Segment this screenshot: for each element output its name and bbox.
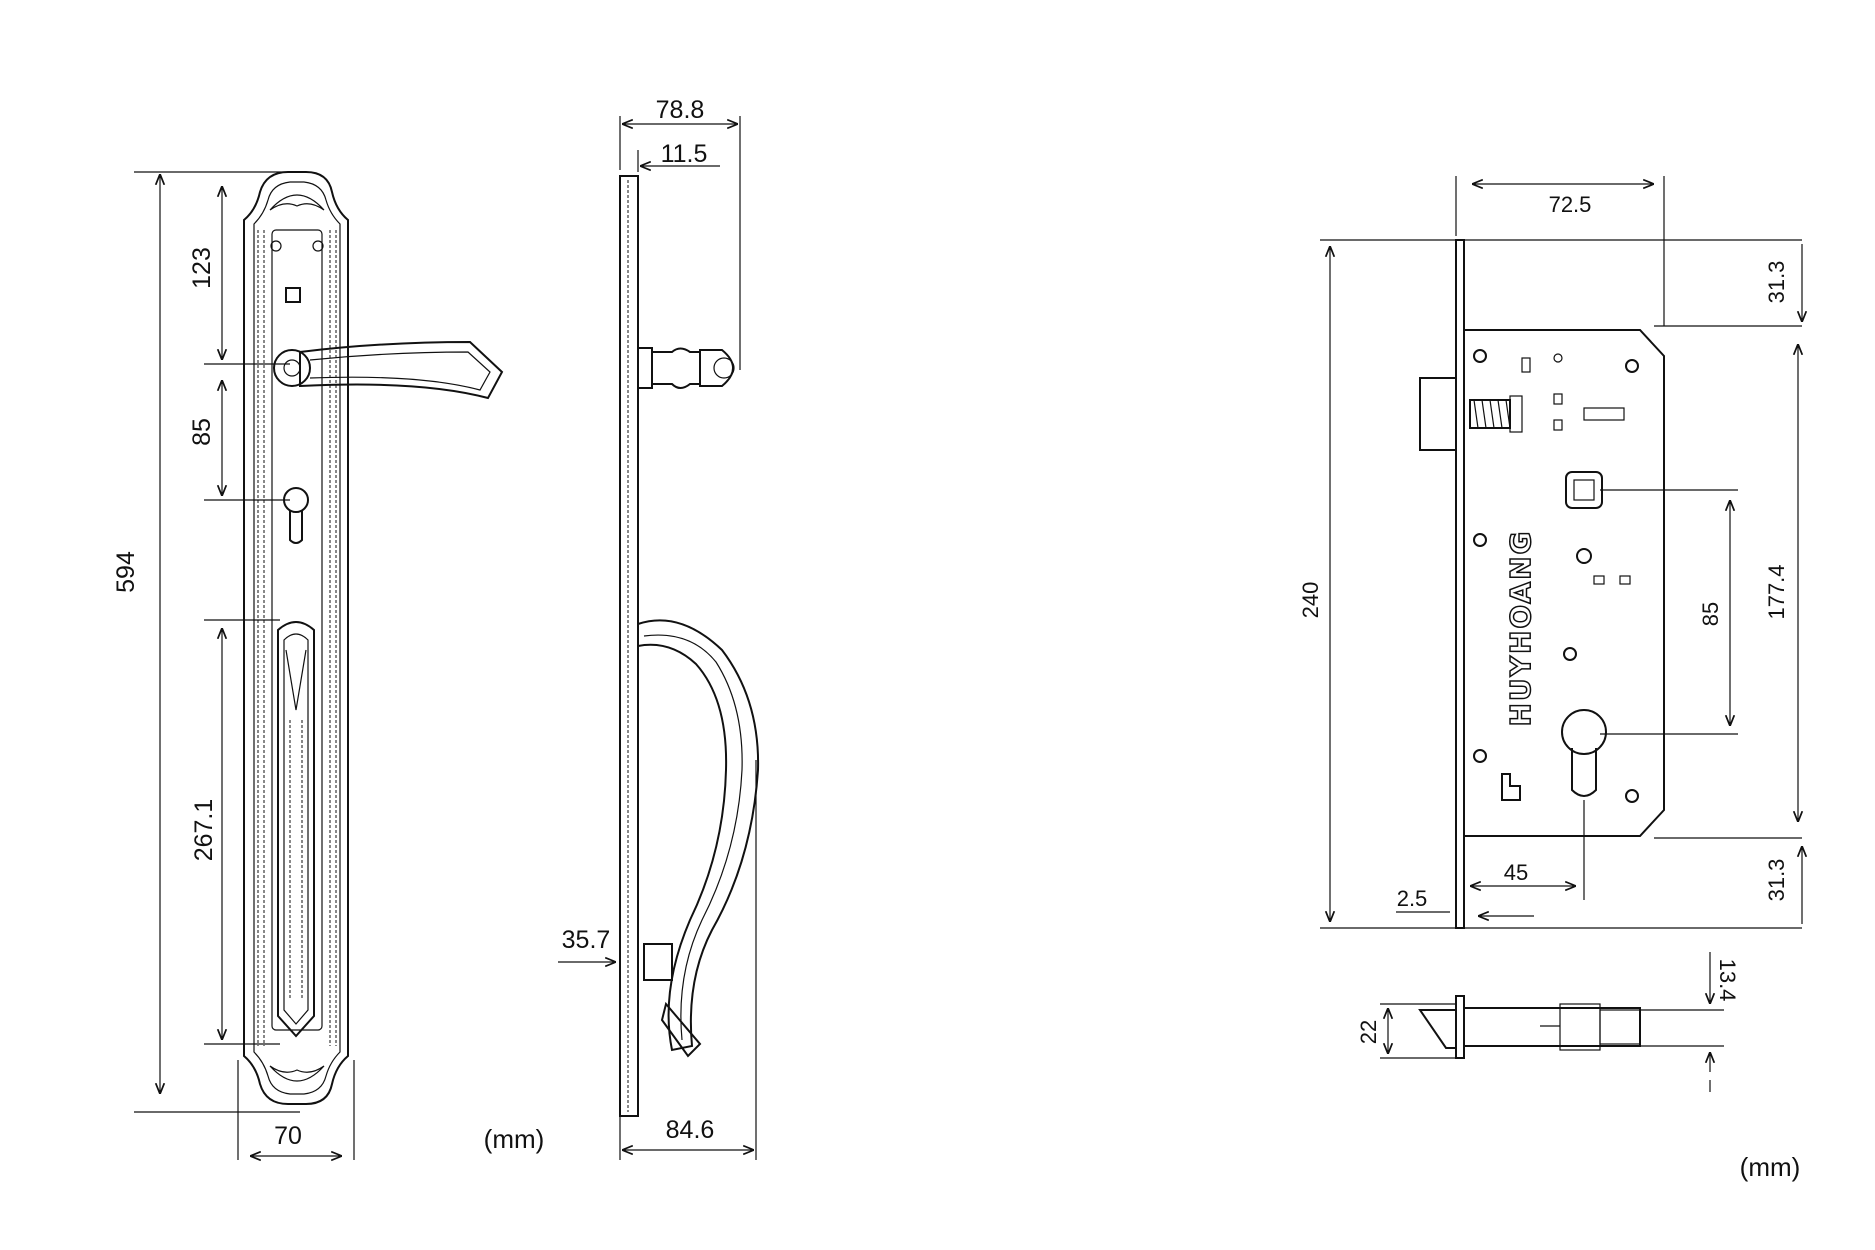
thumb-turn-square	[285, 287, 301, 303]
handle-side-view: 78.8 11.5 35.7 84.6	[558, 96, 760, 1160]
escutcheon-plate	[243, 171, 349, 1105]
lock-case	[1463, 329, 1665, 837]
handle-front-view: 594 123 85 267.1 70 (mm)	[112, 171, 545, 1160]
dim-top-margin: 31.3	[1764, 261, 1789, 304]
lever-handle	[273, 340, 504, 400]
lock-body-view: HUYHOANG 72.5 240 31.3 177.4 85 31.3 45 …	[1298, 176, 1802, 1182]
follower-hub	[1565, 471, 1603, 509]
brand-logo-text: HUYHOANG	[1504, 529, 1537, 726]
dim-side-depth-top: 78.8	[656, 96, 705, 124]
lever-side	[637, 347, 734, 389]
dim-latch-height: 22	[1356, 1020, 1381, 1044]
unit-label-left: (mm)	[484, 1124, 545, 1154]
dim-faceplate-height: 240	[1298, 582, 1323, 619]
dim-total-height: 594	[112, 551, 140, 593]
pull-handle	[277, 621, 315, 1038]
dim-top-to-lever: 123	[188, 247, 216, 289]
dim-faceplate-thickness: 2.5	[1397, 886, 1428, 911]
keyhole	[283, 487, 309, 544]
dim-case-height: 177.4	[1764, 564, 1789, 619]
dim-side-depth-bottom: 84.6	[666, 1116, 715, 1144]
dim-lever-to-keyhole: 85	[188, 418, 216, 446]
faceplate	[1455, 239, 1465, 929]
cylinder-hole	[1561, 709, 1607, 797]
dim-latch-projection: 13.4	[1715, 959, 1740, 1002]
dim-bottom-margin: 31.3	[1764, 859, 1789, 902]
side-plate	[619, 175, 639, 1117]
dim-body-width: 72.5	[1549, 192, 1592, 217]
dim-plate-width: 70	[274, 1122, 302, 1150]
dim-side-offset: 35.7	[562, 926, 611, 954]
dim-plate-thickness: 11.5	[661, 140, 708, 168]
latch-bolt	[1419, 377, 1457, 451]
latch-side-view	[1418, 995, 1641, 1059]
dim-backset: 45	[1504, 860, 1528, 885]
pull-handle-side	[637, 619, 760, 1052]
unit-label-right: (mm)	[1740, 1152, 1801, 1182]
dim-center-distance: 85	[1698, 602, 1723, 626]
dim-pull-handle-length: 267.1	[190, 799, 218, 862]
